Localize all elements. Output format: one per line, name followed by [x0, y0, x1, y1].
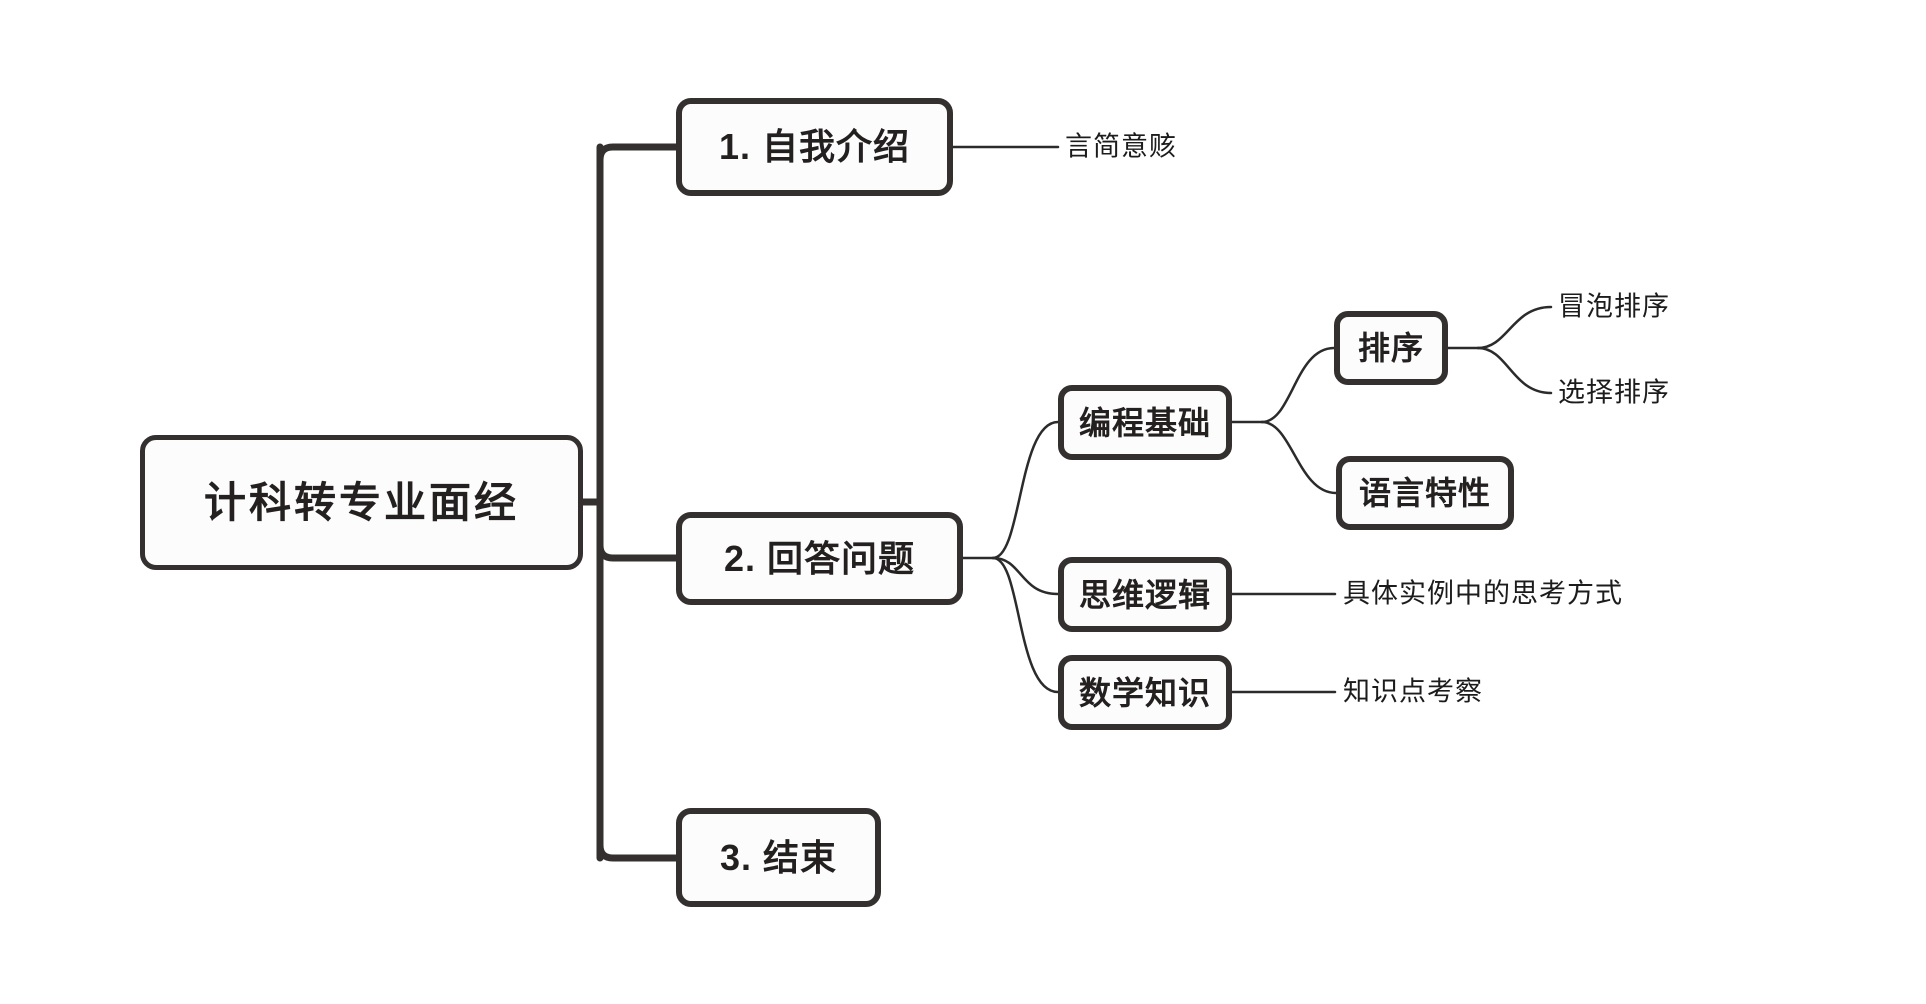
edge-b2-programming: [991, 420, 1060, 560]
node-language-features[interactable]: 语言特性: [1336, 456, 1514, 530]
leaf-concise-and-comprehensive[interactable]: 言简意赅: [1065, 131, 1177, 162]
leaf-selection-sort[interactable]: 选择排序: [1558, 377, 1670, 408]
node-math-knowledge[interactable]: 数学知识: [1058, 655, 1232, 730]
node-sorting[interactable]: 排序: [1334, 311, 1448, 385]
branch-node-self-introduction-label: 1. 自我介绍: [718, 126, 911, 167]
edge-sorting-selection: [1476, 346, 1553, 395]
edge-trunk-branch2: [596, 541, 680, 562]
edge-sorting-bubble: [1476, 305, 1553, 350]
node-logical-thinking[interactable]: 思维逻辑: [1058, 557, 1232, 632]
leaf-thinking-in-concrete-examples-label: 具体实例中的思考方式: [1343, 578, 1623, 609]
edge-programming-language: [1260, 420, 1338, 495]
edge-trunk-branch3: [596, 841, 680, 862]
root-node[interactable]: 计科转专业面经: [140, 435, 583, 570]
edge-trunk-branch1: [596, 143, 680, 164]
node-sorting-label: 排序: [1357, 330, 1424, 366]
branch-node-self-introduction[interactable]: 1. 自我介绍: [676, 98, 953, 196]
edge-b2-logic: [991, 556, 1060, 596]
leaf-thinking-in-concrete-examples[interactable]: 具体实例中的思考方式: [1343, 578, 1623, 609]
node-math-knowledge-label: 数学知识: [1078, 674, 1211, 711]
branch-node-conclusion[interactable]: 3. 结束: [676, 808, 881, 907]
leaf-selection-sort-label: 选择排序: [1558, 377, 1670, 408]
leaf-concise-and-comprehensive-label: 言简意赅: [1065, 131, 1177, 162]
root-node-label: 计科转专业面经: [203, 478, 519, 526]
edge-b2-math: [991, 556, 1060, 694]
branch-node-answer-questions-label: 2. 回答问题: [723, 537, 916, 579]
node-logical-thinking-label: 思维逻辑: [1078, 576, 1211, 613]
edge-programming-sorting: [1260, 346, 1336, 424]
branch-node-conclusion-label: 3. 结束: [719, 836, 838, 878]
leaf-bubble-sort[interactable]: 冒泡排序: [1558, 291, 1670, 322]
leaf-bubble-sort-label: 冒泡排序: [1558, 291, 1670, 322]
leaf-knowledge-point-examination[interactable]: 知识点考察: [1343, 676, 1483, 707]
node-language-features-label: 语言特性: [1358, 475, 1491, 511]
leaf-knowledge-point-examination-label: 知识点考察: [1343, 676, 1483, 707]
node-programming-basics[interactable]: 编程基础: [1058, 385, 1232, 460]
branch-node-answer-questions[interactable]: 2. 回答问题: [676, 512, 963, 605]
node-programming-basics-label: 编程基础: [1078, 404, 1211, 441]
